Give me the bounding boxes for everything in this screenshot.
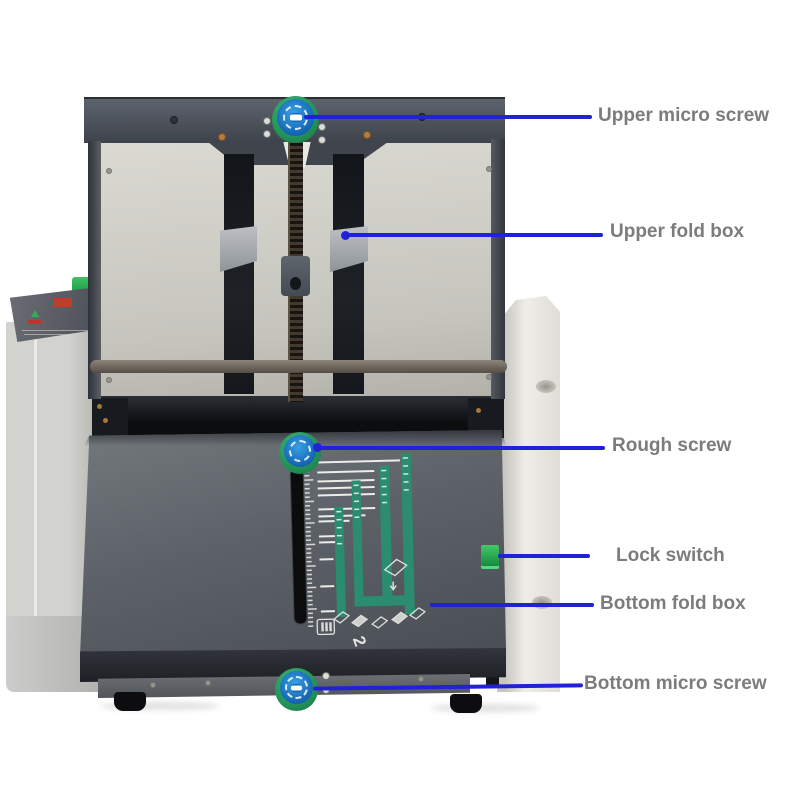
rubber-foot bbox=[114, 692, 146, 711]
screw-icon bbox=[486, 166, 492, 172]
brass-fitting-icon bbox=[476, 408, 481, 413]
knob-dial-marking bbox=[285, 676, 308, 699]
brass-fitting-icon bbox=[103, 418, 108, 423]
callout-line-upper-fold-box bbox=[345, 233, 603, 237]
green-indicator-icon bbox=[31, 310, 39, 317]
shadow bbox=[100, 702, 220, 710]
screw-icon bbox=[318, 123, 326, 131]
machine-body-right bbox=[497, 296, 560, 692]
lock-switch bbox=[481, 545, 499, 569]
rubber-foot bbox=[450, 694, 482, 713]
label-lock-switch: Lock switch bbox=[616, 545, 725, 566]
knob-dial-marking bbox=[289, 440, 311, 462]
nut-hole bbox=[290, 277, 301, 290]
rod-nut-block bbox=[281, 256, 310, 296]
label-bottom-fold-box: Bottom fold box bbox=[600, 593, 746, 614]
screw-icon bbox=[318, 136, 326, 144]
body-crease bbox=[34, 332, 37, 622]
screw-icon bbox=[322, 672, 330, 680]
screw-icon bbox=[106, 377, 112, 383]
callout-dot bbox=[313, 443, 322, 452]
label-upper-fold-box: Upper fold box bbox=[610, 221, 745, 242]
knob-label-sticker bbox=[290, 113, 302, 122]
screw-icon bbox=[418, 676, 424, 682]
paper-guide-slot-left bbox=[224, 154, 254, 394]
upper-fold-box-right-edge bbox=[491, 139, 505, 399]
screw-icon bbox=[106, 168, 112, 174]
screw-icon bbox=[150, 682, 156, 688]
screw-icon bbox=[263, 130, 271, 138]
shadow bbox=[430, 704, 540, 712]
screw-icon bbox=[263, 117, 271, 125]
counter-display bbox=[53, 298, 72, 307]
support-cross-rod bbox=[90, 360, 507, 373]
callout-dot bbox=[341, 231, 350, 240]
mechanism-right bbox=[468, 398, 504, 436]
label-upper-micro-screw: Upper micro screw bbox=[598, 105, 770, 126]
screw-icon bbox=[486, 374, 492, 380]
paper-guide-slot-right bbox=[333, 154, 364, 394]
callout-line-bottom-fold-box bbox=[430, 603, 594, 607]
label-bottom-micro-screw: Bottom micro screw bbox=[584, 673, 767, 694]
screw-icon bbox=[205, 680, 211, 686]
screw-icon bbox=[170, 116, 178, 124]
panel-print-line bbox=[24, 334, 90, 335]
panel-print-line bbox=[22, 330, 92, 331]
brass-fitting-icon bbox=[97, 404, 102, 409]
red-indicator-icon bbox=[28, 320, 41, 324]
callout-line-upper-micro-screw bbox=[304, 115, 592, 119]
screw-icon bbox=[363, 131, 371, 139]
label-rough-screw: Rough screw bbox=[612, 435, 732, 456]
upper-fold-box-left-edge bbox=[88, 141, 101, 399]
handle-recess bbox=[536, 380, 556, 393]
callout-line-lock-switch bbox=[498, 554, 590, 558]
callout-line-rough-screw bbox=[317, 446, 605, 450]
screw-icon bbox=[218, 133, 226, 141]
knob-label-sticker bbox=[291, 684, 302, 692]
